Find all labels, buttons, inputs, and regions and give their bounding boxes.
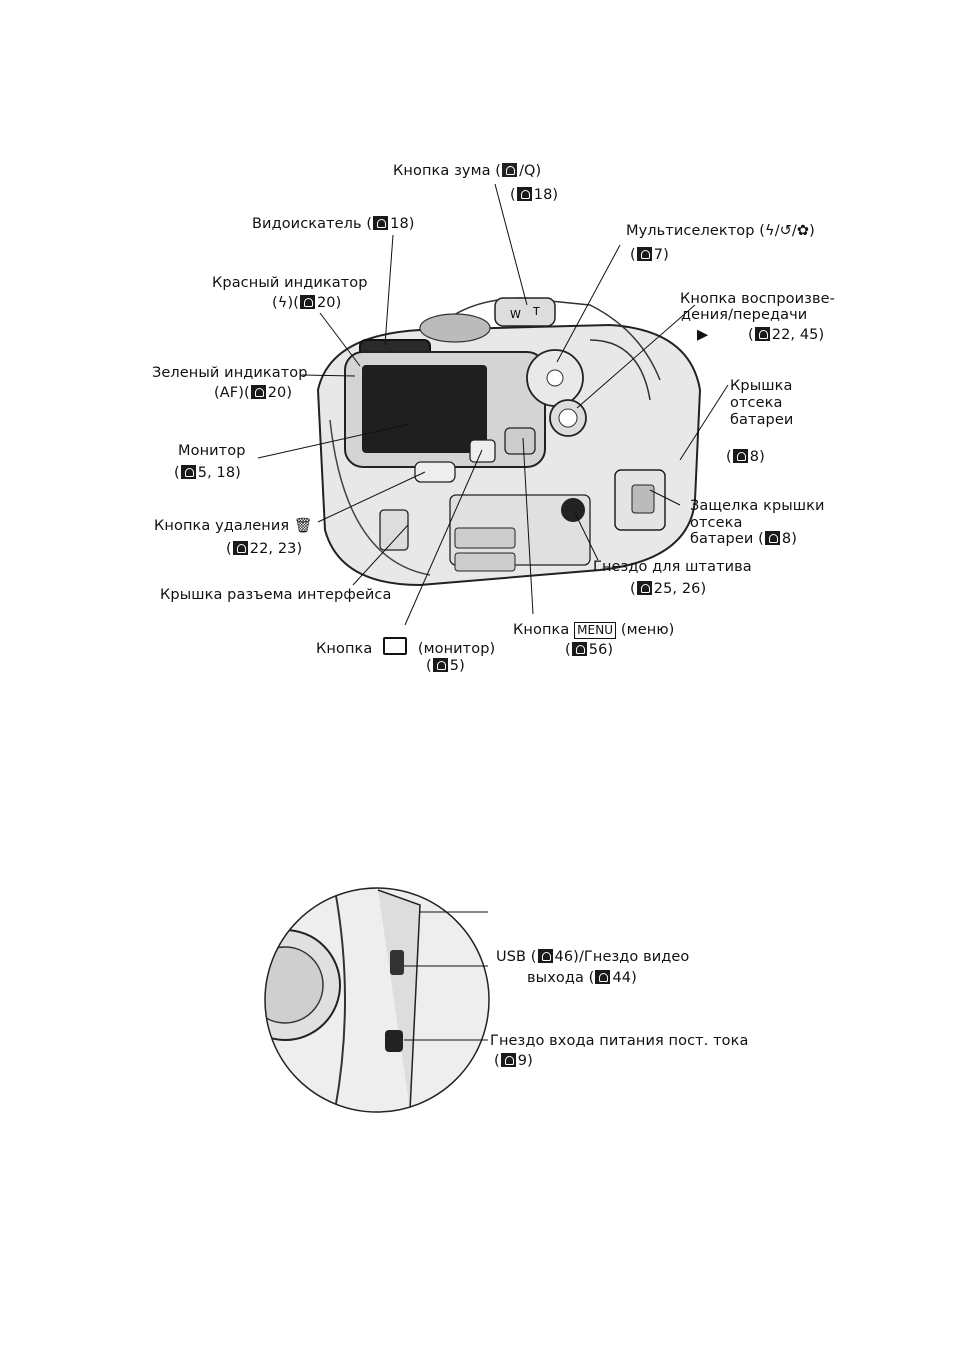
reference-icon: [636, 247, 652, 261]
multiselector-label: Мультиселектор (ϟ/↺/✿): [626, 223, 815, 239]
monitor-button-label: Кнопка (монитор): [316, 637, 495, 659]
reference-icon: [732, 449, 748, 463]
monitor-page: (5, 18): [174, 465, 241, 481]
playback-button-page: (22, 45): [748, 327, 825, 343]
green-indicator-page: (AF)(20): [214, 385, 293, 401]
reference-icon: [764, 531, 780, 545]
dc-in-label: Гнездо входа питания пост. тока: [490, 1033, 749, 1049]
menu-icon: MENU: [574, 622, 617, 639]
battery-cover-label-3: батареи: [730, 412, 794, 428]
zoom-button-page: (18): [510, 187, 559, 203]
reference-icon: [432, 658, 448, 672]
battery-cover-label-2: отсека: [730, 395, 783, 411]
svg-text:T: T: [532, 305, 540, 318]
zoom-button-label: Кнопка зума (/Q): [393, 163, 542, 179]
battery-cover-label: Крышка: [730, 378, 793, 394]
reference-icon: [250, 385, 266, 399]
svg-text:W: W: [510, 308, 521, 321]
reference-icon: [754, 327, 770, 341]
interface-cover-label: Крышка разъема интерфейса: [160, 587, 392, 603]
playback-button-label-2: дения/передачи: [681, 307, 808, 323]
battery-latch-label-2: отсека: [690, 515, 743, 531]
viewfinder-label: Видоискатель (18): [252, 216, 415, 232]
delete-button-page: (22, 23): [226, 541, 303, 557]
reference-icon: [373, 216, 389, 230]
battery-latch-label: Защелка крышки: [690, 498, 825, 514]
reference-icon: [232, 541, 248, 555]
tripod-socket-page: (25, 26): [630, 581, 707, 597]
playback-button-label: Кнопка воспроизве-: [680, 291, 835, 307]
flash-icon: ϟ: [765, 223, 775, 239]
multiselector-page: (7): [630, 247, 669, 263]
battery-latch-page: батареи (8): [690, 531, 797, 547]
reference-icon: [571, 642, 587, 656]
reference-icon: [180, 465, 196, 479]
playback-icon: ▶: [697, 327, 709, 343]
red-indicator-page: (ϟ)(20): [272, 295, 342, 311]
monitor-label: Монитор: [178, 443, 246, 459]
flash-icon: ϟ: [277, 295, 288, 311]
delete-button-label: Кнопка удаления 🗑: [154, 518, 313, 534]
reference-icon: [516, 187, 532, 201]
tripod-socket-label: Гнездо для штатива: [593, 559, 752, 575]
macro-icon: ✿: [796, 223, 810, 239]
trash-icon: 🗑: [293, 518, 313, 534]
thumbnail-icon: [502, 163, 518, 177]
reference-icon: [636, 581, 652, 595]
monitor-icon: [383, 637, 408, 655]
menu-button-label: Кнопка MENU (меню): [513, 622, 675, 639]
menu-button-page: (56): [565, 642, 614, 658]
green-indicator-label: Зеленый индикатор: [152, 365, 308, 381]
reference-icon: [500, 1053, 516, 1067]
battery-cover-page: (8): [726, 449, 765, 465]
usb-page: выхода (44): [527, 970, 637, 986]
reference-icon: [595, 970, 611, 984]
reference-icon: [537, 949, 553, 963]
reference-icon: [299, 295, 315, 309]
usb-label: USB (46)/Гнездо видео: [496, 949, 690, 965]
monitor-button-page: (5): [426, 658, 465, 674]
red-indicator-label: Красный индикатор: [212, 275, 368, 291]
dc-in-page: (9): [494, 1053, 533, 1069]
